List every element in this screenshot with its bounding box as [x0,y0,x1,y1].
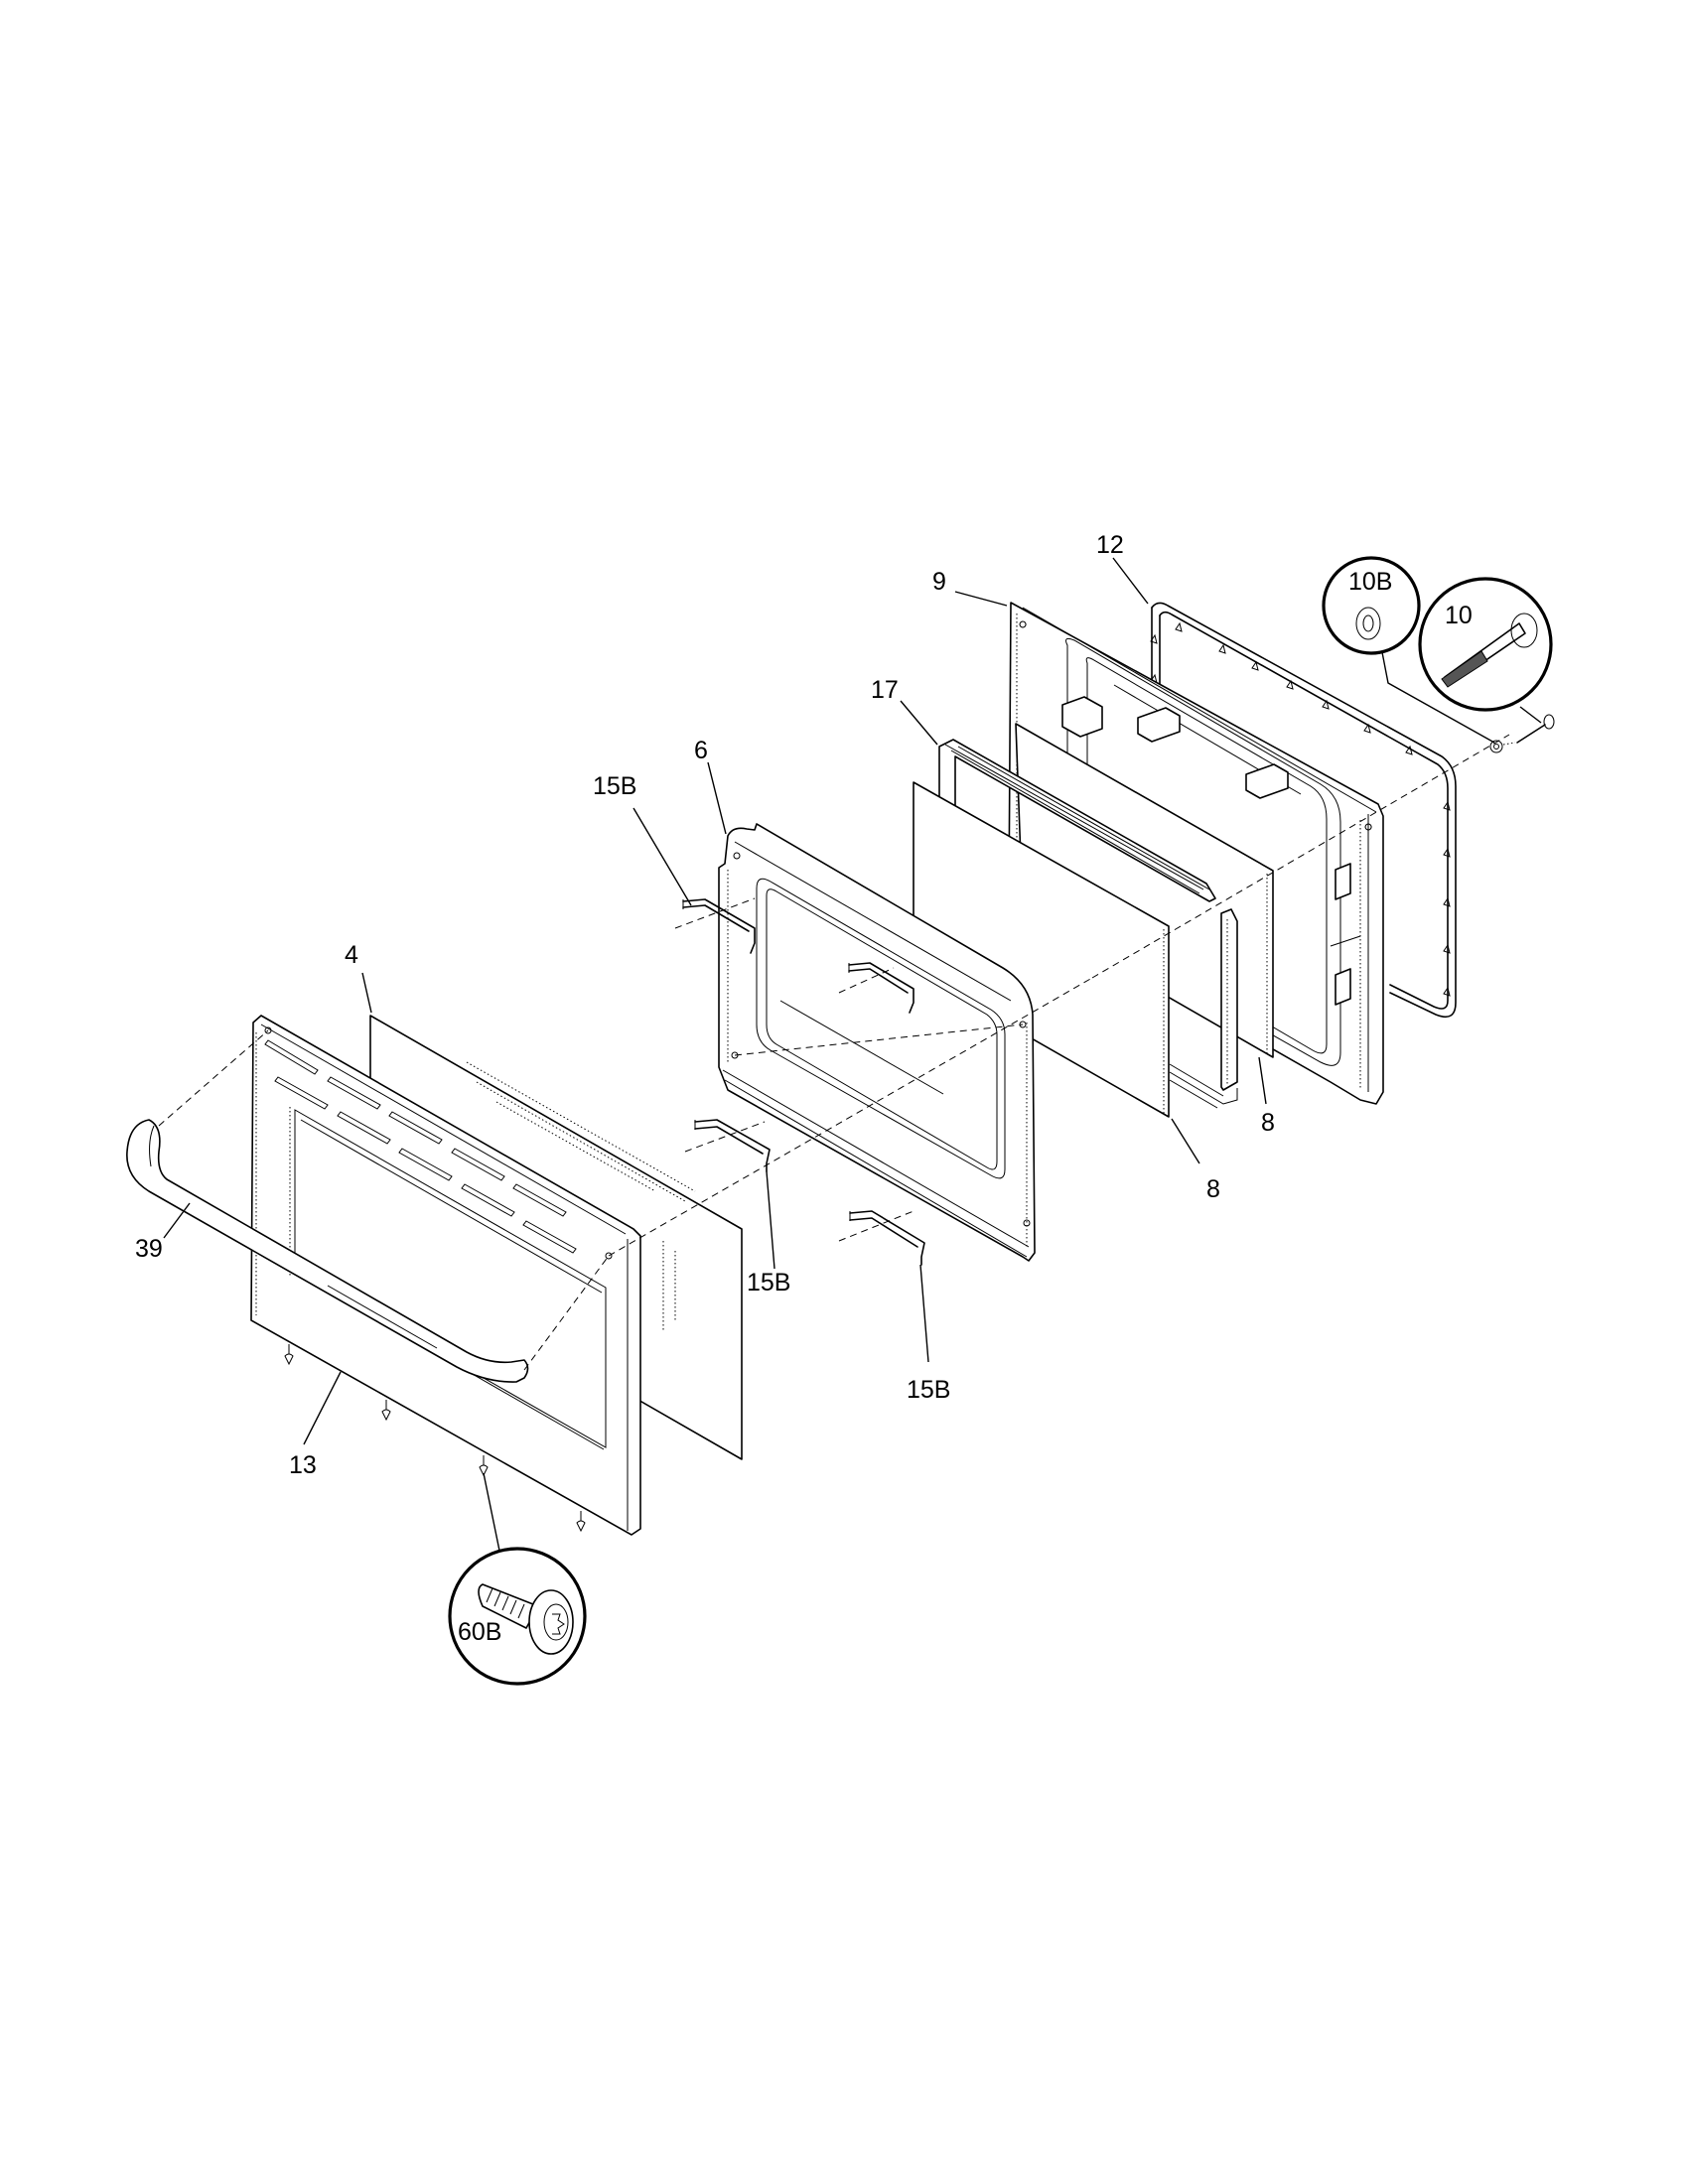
callout-15b-top[interactable]: 15B [593,772,692,906]
callout-label-4: 4 [345,941,358,969]
callout-label-6: 6 [694,737,708,764]
callout-label-10b: 10B [1348,568,1392,596]
part-8-front-glass[interactable] [913,781,1170,1118]
callout-8-lower[interactable]: 8 [1171,1118,1220,1203]
callout-label-39: 39 [135,1235,163,1263]
callout-label-15b-low: 15B [907,1376,950,1404]
callout-13[interactable]: 13 [289,1371,342,1479]
callout-label-17: 17 [871,676,899,704]
part-39-door-handle[interactable] [126,1119,529,1383]
callout-8-upper[interactable]: 8 [1258,1056,1275,1137]
callout-label-8-lower: 8 [1206,1175,1220,1203]
part-10-bolt-small[interactable] [1502,714,1555,746]
callout-39[interactable]: 39 [135,1202,191,1263]
part-13-outer-door-panel[interactable] [250,1015,641,1536]
callout-17[interactable]: 17 [871,676,938,746]
detail-circle-10b[interactable]: 10B [1322,556,1495,744]
callout-label-8-upper: 8 [1261,1109,1275,1137]
screws-60b [284,1344,586,1533]
callout-label-13: 13 [289,1451,317,1479]
callout-label-10: 10 [1445,602,1473,629]
part-10b-washer-small[interactable] [1489,740,1503,753]
callout-label-60b: 60B [458,1618,501,1646]
part-15b-clip-low[interactable] [849,1210,925,1266]
detail-circle-10[interactable]: 10 [1418,577,1553,724]
callout-6[interactable]: 6 [694,737,727,835]
callout-label-15b-top: 15B [593,772,636,800]
part-12-door-gasket[interactable] [1150,602,1457,1019]
callout-label-12: 12 [1096,531,1124,559]
callout-15b-low[interactable]: 15B [907,1264,950,1404]
part-15b-clip-top[interactable] [682,898,756,954]
part-15b-clip-mid[interactable] [694,1119,771,1172]
callout-label-9: 9 [932,568,946,596]
detail-circle-60b[interactable]: 60B [448,1472,587,1686]
part-17-glass-pack-frame[interactable] [938,739,1238,1109]
callout-9[interactable]: 9 [932,568,1008,607]
callout-4[interactable]: 4 [345,941,372,1014]
callout-15b-mid[interactable]: 15B [747,1170,790,1297]
callout-label-15b-mid: 15B [747,1269,790,1297]
callout-12[interactable]: 12 [1096,531,1149,605]
assembly-axis-lines [158,734,1510,1371]
part-6-door-liner-frame[interactable] [718,823,1036,1262]
part-15b-clip-center[interactable] [848,962,914,1014]
